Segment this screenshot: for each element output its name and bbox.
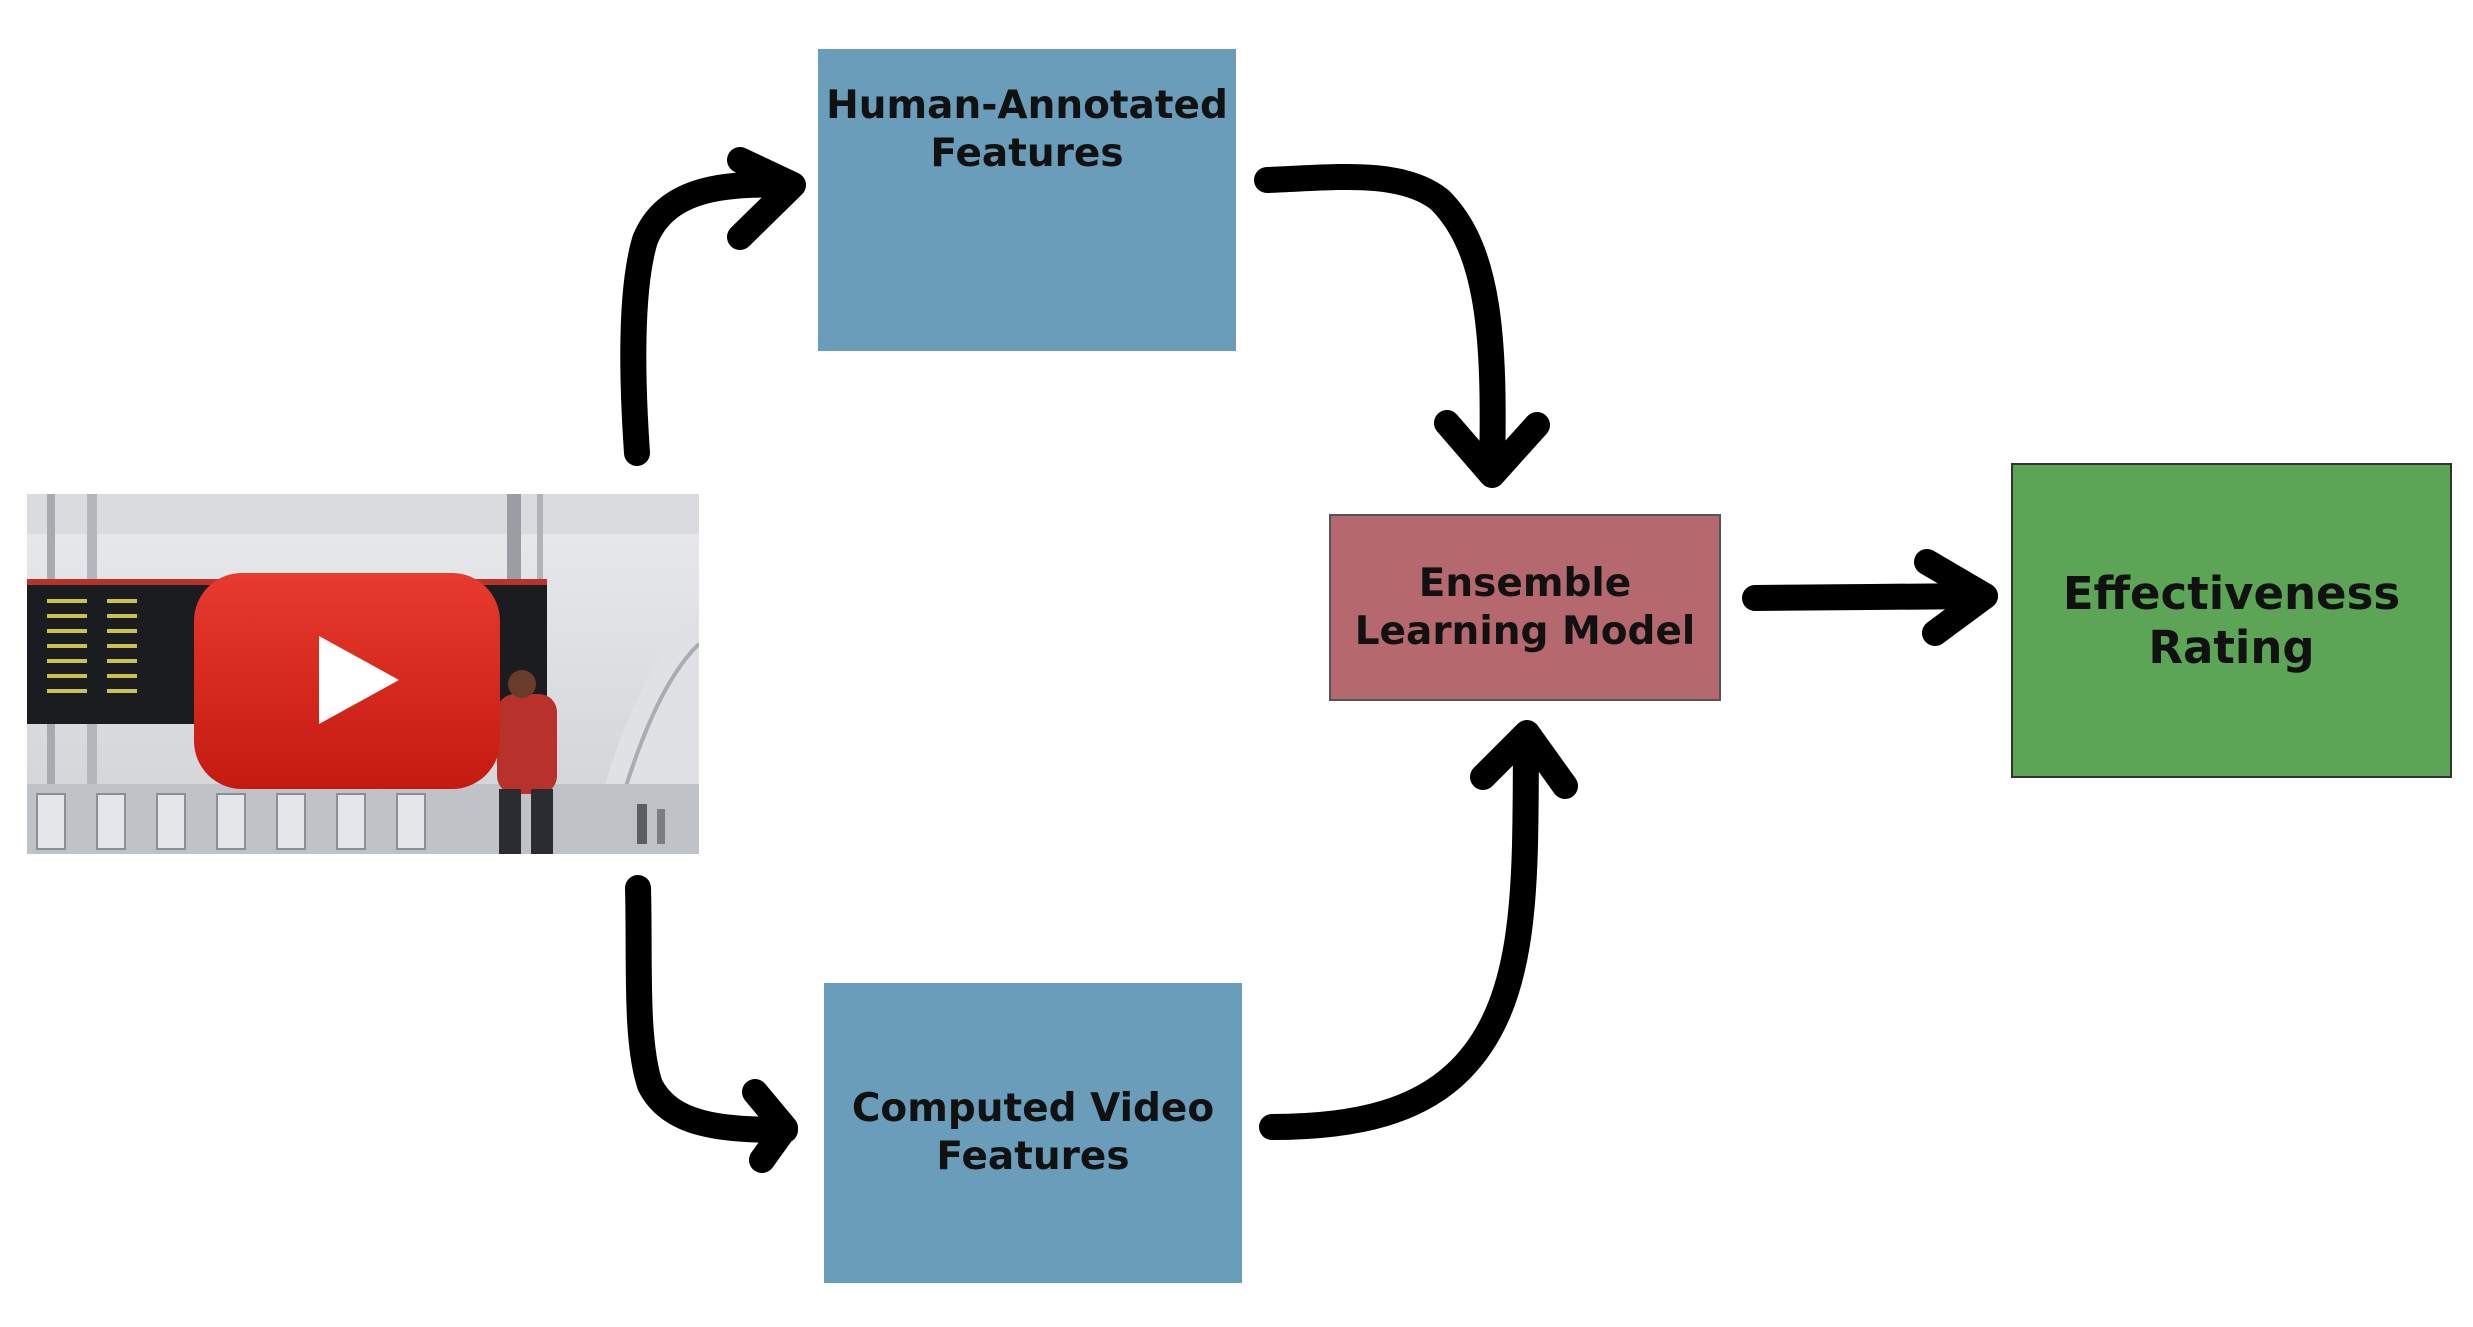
node-effectiveness-rating-label: Effectiveness Rating <box>2062 566 2401 674</box>
video-thumbnail <box>27 494 699 854</box>
arrowhead-video-to-human-annotated <box>727 147 806 250</box>
node-effectiveness-rating: Effectiveness Rating <box>2011 463 2452 778</box>
node-human-annotated-features-label: Human-Annotated Features <box>826 83 1228 176</box>
node-ensemble-learning-model-label: Ensemble Learning Model <box>1354 560 1696 654</box>
arrowhead-human-annotated-to-ensemble <box>1434 410 1550 488</box>
node-human-annotated-features: Human-Annotated Features <box>818 49 1236 351</box>
arrow-human-annotated-to-ensemble <box>1254 163 1506 483</box>
arrowhead-computed-video-to-ensemble <box>1470 720 1578 799</box>
arrowhead-video-to-computed-video <box>742 1079 798 1173</box>
arrow-ensemble-to-rating <box>1742 583 1998 611</box>
node-computed-video-features: Computed Video Features <box>824 983 1242 1283</box>
arrowhead-ensemble-to-rating <box>1914 549 1998 646</box>
node-computed-video-features-label: Computed Video Features <box>851 1086 1215 1179</box>
arrow-video-to-computed-video <box>625 875 798 1143</box>
node-ensemble-learning-model: Ensemble Learning Model <box>1329 514 1721 701</box>
arrow-video-to-human-annotated <box>620 171 803 466</box>
arrow-computed-video-to-ensemble <box>1259 727 1539 1140</box>
